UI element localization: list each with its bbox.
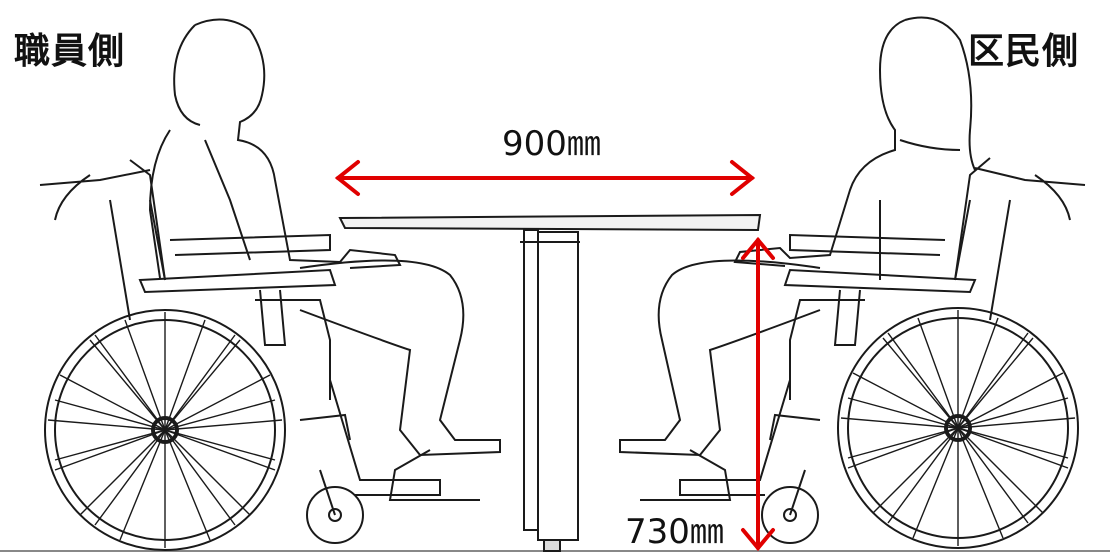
staff-rear-wheel	[44, 309, 286, 551]
staff-wheelchair-figure	[39, 18, 501, 551]
resident-rear-wheel	[837, 307, 1079, 549]
width-dimension-arrow	[334, 160, 756, 196]
resident-side-label: 区民側	[968, 31, 1080, 72]
staff-side-label: 職員側	[14, 31, 126, 72]
table-width-label: 900㎜	[502, 124, 601, 164]
table-leg-back	[537, 231, 579, 541]
table	[338, 213, 762, 552]
table-top	[338, 213, 762, 232]
table-leg-front	[523, 229, 539, 531]
table-height-label: 730㎜	[625, 512, 724, 552]
height-dimension-arrow	[741, 236, 775, 552]
resident-wheelchair-figure	[619, 16, 1086, 549]
